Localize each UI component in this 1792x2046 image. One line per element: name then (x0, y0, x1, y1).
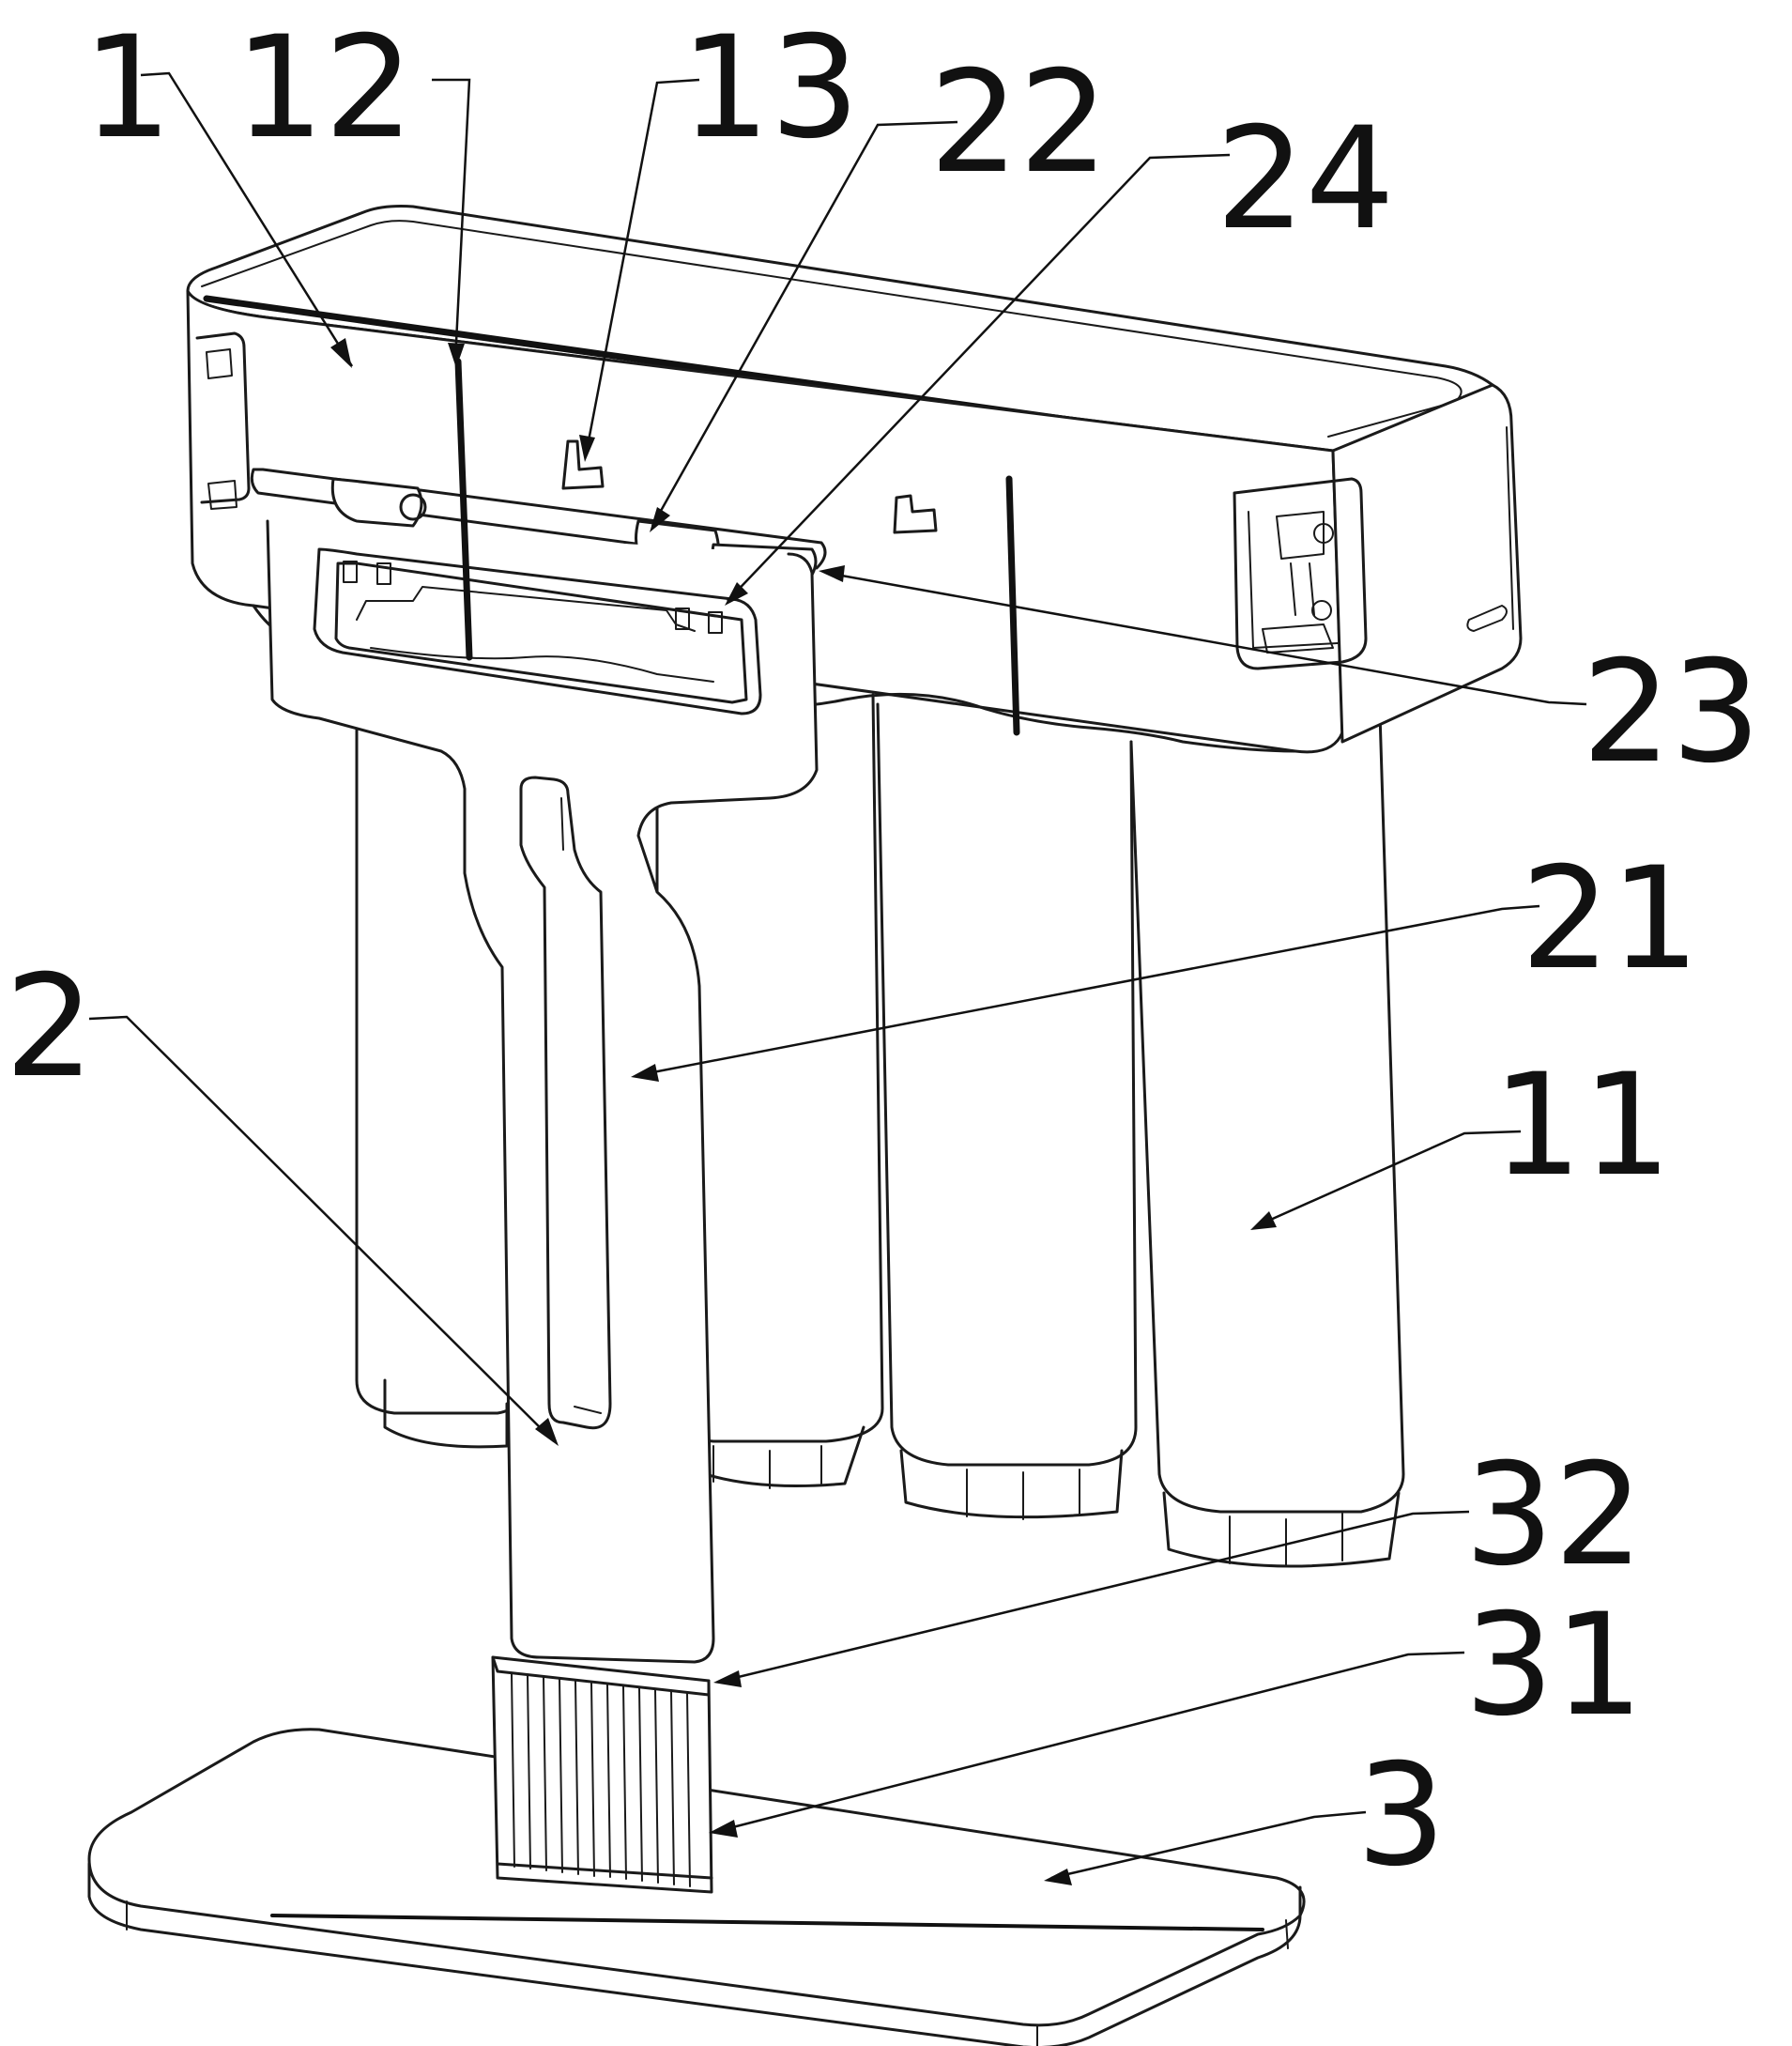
label-23: 23 (1582, 631, 1761, 794)
label-2: 2 (5, 946, 94, 1109)
label-11: 11 (1493, 1044, 1672, 1208)
leader-lines (88, 71, 1587, 1885)
label-24: 24 (1216, 98, 1395, 261)
filter-element (491, 1655, 713, 1894)
label-21: 21 (1521, 838, 1700, 1001)
filter-pleats (511, 1672, 691, 1887)
label-3: 3 (1356, 1734, 1446, 1898)
label-31: 31 (1464, 1584, 1644, 1747)
slot-12 (454, 358, 473, 661)
part-labels: 1 12 13 22 24 23 21 2 11 32 31 3 (5, 7, 1761, 1898)
handle (266, 519, 819, 1664)
label-13: 13 (681, 7, 860, 170)
label-1: 1 (83, 7, 172, 170)
label-12: 12 (235, 7, 414, 170)
label-22: 22 (929, 41, 1109, 205)
filter-cartridges (355, 693, 1405, 1568)
mark-13 (561, 439, 605, 490)
label-32: 32 (1464, 1434, 1644, 1597)
